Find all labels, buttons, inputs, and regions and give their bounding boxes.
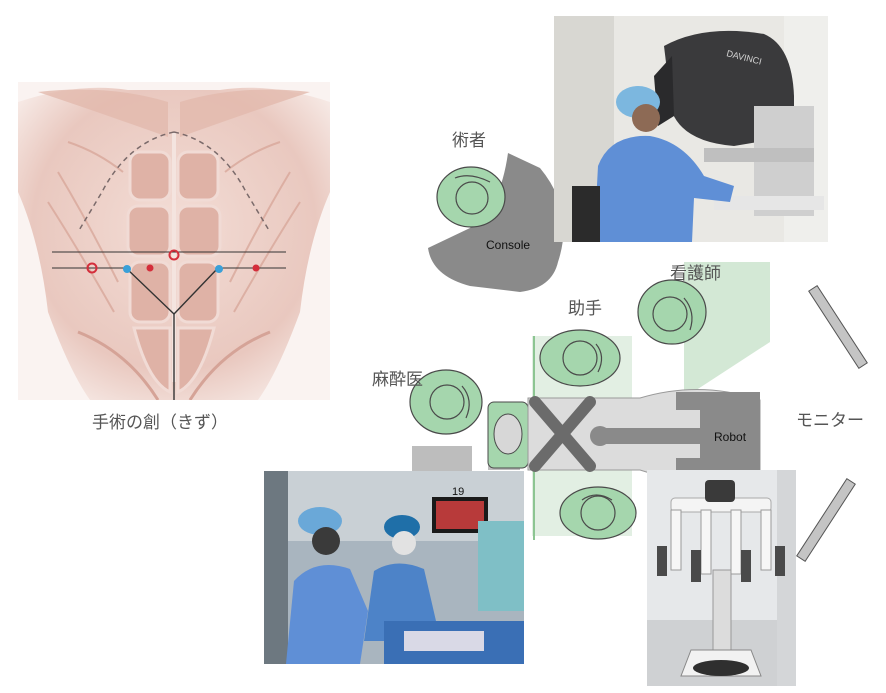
anesthesiologist-label: 麻酔医	[372, 370, 423, 390]
console-photo: DAVINCI	[554, 16, 828, 242]
console-shape	[428, 153, 564, 292]
abdomen-svg	[18, 82, 330, 401]
monitor-top	[808, 285, 868, 369]
or-screen-number: 19	[452, 486, 464, 498]
monitor-bottom	[796, 478, 856, 562]
monitor-label: モニター	[796, 411, 864, 431]
console-photo-svg: DAVINCI	[554, 16, 828, 242]
or-team-photo-svg: 19	[264, 471, 524, 664]
assistant-label: 助手	[568, 299, 602, 319]
nurse-label: 看護師	[670, 264, 721, 284]
console-label: Console	[486, 238, 530, 252]
robot-shape	[590, 392, 760, 476]
assistant-lower-figure	[559, 486, 637, 540]
surgeon-label: 術者	[452, 131, 486, 151]
assistant-figure	[539, 329, 621, 387]
robot-label: Robot	[714, 430, 747, 444]
anesthesia-machine	[412, 446, 472, 472]
abdomen-illustration	[18, 82, 330, 401]
anesthesiologist-figure	[409, 369, 483, 435]
robot-photo	[647, 470, 796, 686]
surgeon-figure	[436, 166, 506, 228]
wound-caption: 手術の創（きず）	[92, 413, 228, 433]
nurse-figure	[637, 279, 707, 345]
patient-head	[487, 401, 529, 469]
nurse-floor-area	[684, 262, 770, 398]
robot-photo-svg	[647, 470, 796, 686]
or-team-photo: 19	[264, 471, 524, 664]
